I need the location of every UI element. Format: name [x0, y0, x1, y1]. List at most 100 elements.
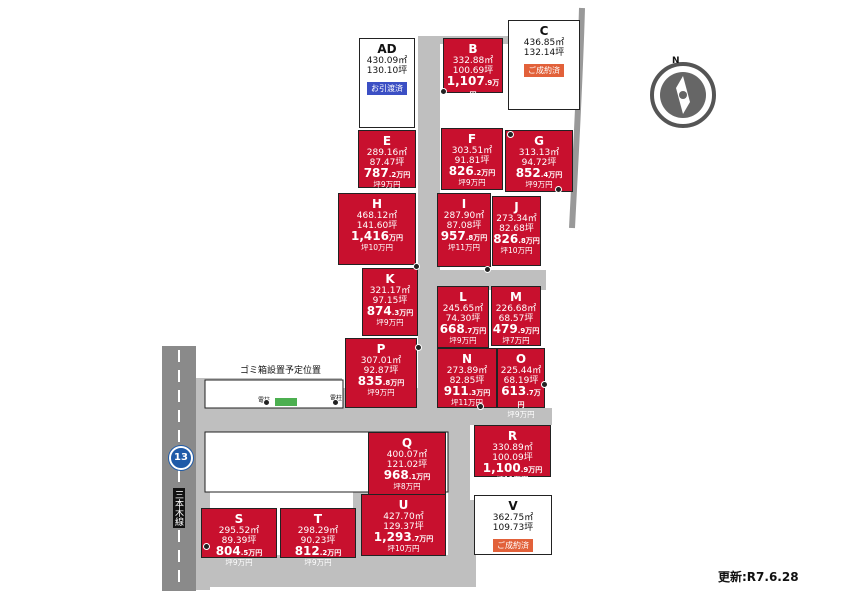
- road-main-north-south: [418, 38, 440, 408]
- garbage-box: [275, 398, 297, 406]
- lot-id: J: [514, 200, 519, 214]
- lot-tsubo: 坪9万円: [373, 180, 401, 189]
- lot-price: 1,293.7万円: [362, 530, 445, 545]
- lot-price-main: 911: [443, 384, 469, 398]
- lot-id: Q: [401, 436, 413, 450]
- lot-a: 436.85㎡: [523, 38, 565, 48]
- lot-price-main: 835: [357, 374, 383, 388]
- lot-a: 94.72坪: [521, 158, 557, 168]
- lot-price-main: 1,100: [482, 461, 521, 475]
- lot-tsubo: 坪11万円: [496, 475, 529, 484]
- lot-price-main: 968: [383, 468, 409, 482]
- lot-price-sub: .1万円: [408, 473, 431, 481]
- lot-price: 826.2万円: [442, 164, 502, 179]
- lot-price-sub: .8万円: [382, 379, 405, 387]
- lot-id: N: [461, 352, 473, 366]
- lot-price-main: 613: [501, 384, 527, 398]
- lot-a: 332.88㎡: [452, 56, 494, 66]
- lot-price-sub: .4万円: [540, 171, 563, 179]
- lot-price-main: 874: [366, 304, 392, 318]
- lot-id: AD: [377, 42, 397, 56]
- lot-status-badge: ご成約済: [493, 539, 533, 552]
- lot-a: 225.44㎡: [500, 366, 542, 376]
- lot-a: 91.81坪: [454, 156, 490, 166]
- lot-tsubo: 坪9万円: [458, 178, 486, 187]
- lot-id: R: [507, 429, 518, 443]
- lot-a: 430.09㎡: [366, 56, 408, 66]
- lot-price: 1,107.9万円: [444, 75, 502, 101]
- lot-marker-o: [541, 381, 548, 388]
- lot-price-sub: .2万円: [319, 549, 342, 557]
- lot-marker-k: [413, 263, 420, 270]
- lot-id: E: [382, 134, 392, 148]
- lot-a: 97.15坪: [372, 296, 408, 306]
- lot-tsubo: 坪10万円: [500, 246, 533, 255]
- lot-id: V: [508, 499, 518, 513]
- lot-price-main: 787: [363, 166, 389, 180]
- lot-price-main: 826: [493, 232, 519, 246]
- lot-a: 82.85坪: [449, 376, 485, 386]
- lot-price: 874.3万円: [363, 304, 417, 319]
- lot-a: 273.89㎡: [446, 366, 488, 376]
- lot-id: B: [468, 42, 478, 56]
- pole-label-b: 電柱: [330, 393, 342, 402]
- lot-a: 287.90㎡: [443, 211, 485, 221]
- lot-a: 129.37坪: [383, 522, 424, 532]
- route-13-badge: 13: [169, 446, 193, 470]
- lot-a: 100.09坪: [492, 453, 533, 463]
- lot-id: O: [515, 352, 527, 366]
- lot-price: 1,100.9万円: [475, 461, 550, 476]
- lot-a: 313.13㎡: [518, 148, 560, 158]
- lot-price-main: 826: [448, 164, 474, 178]
- lot-a: 427.70㎡: [383, 512, 424, 522]
- lot-tsubo: 坪11万円: [450, 398, 484, 407]
- road-connector: [436, 270, 546, 290]
- lot-a: 87.08坪: [446, 221, 482, 231]
- lot-price-sub: .3万円: [468, 389, 491, 397]
- lot-a: 89.39坪: [221, 536, 257, 546]
- lot-a: 90.23坪: [300, 536, 336, 546]
- lot-a: 92.87坪: [363, 366, 399, 376]
- lot-price-main: 852: [515, 166, 541, 180]
- lot-price: 804.5万円: [202, 545, 276, 559]
- lot-price-sub: .8万円: [465, 234, 488, 242]
- lot-a: 289.16㎡: [366, 148, 408, 158]
- lot-price-main: 1,293: [373, 530, 412, 544]
- lot-a: 330.89㎡: [492, 443, 533, 453]
- lot-price: 613.7万円: [498, 384, 544, 411]
- lot-price: 787.2万円: [359, 166, 415, 181]
- lot-a: 74.30坪: [445, 314, 481, 324]
- lot-a: 307.01㎡: [360, 356, 402, 366]
- compass-north-label: N: [672, 56, 680, 66]
- pole-marker-a: [263, 399, 270, 406]
- lot-a: 82.68坪: [499, 224, 534, 234]
- lot-price-sub: .9万円: [469, 79, 500, 99]
- pole-marker-b: [332, 399, 339, 406]
- lot-id: S: [234, 512, 244, 526]
- lot-a: 362.75㎡: [492, 513, 534, 523]
- lot-a: 132.14坪: [523, 48, 565, 58]
- lot-tsubo: 坪9万円: [367, 388, 395, 397]
- lot-marker-p: [415, 344, 422, 351]
